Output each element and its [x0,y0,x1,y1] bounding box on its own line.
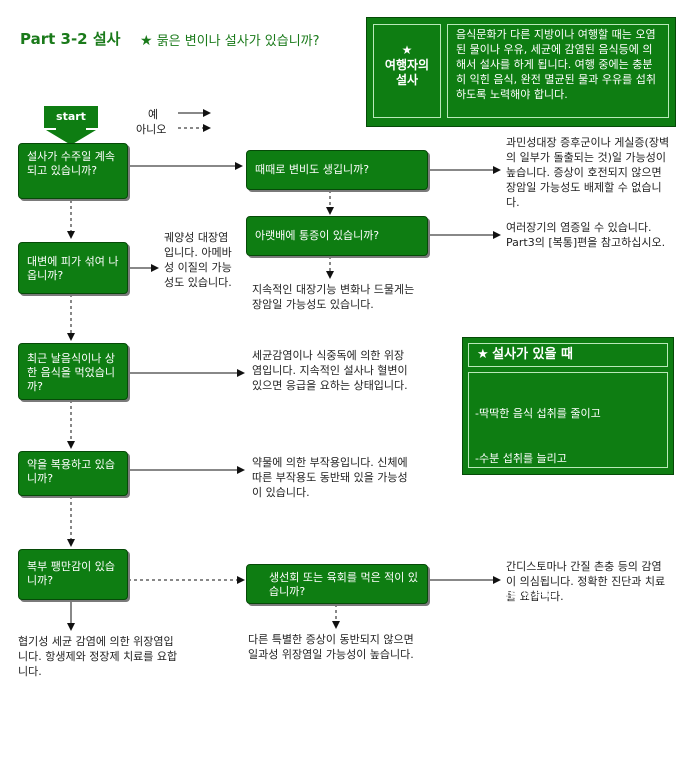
question-q3: 최근 날음식이나 상한 음식을 먹었습니까? [18,343,128,400]
traveler-label-2: 설사 [395,73,419,87]
page-title: Part 3-2 설사 [20,30,121,48]
star-icon: ★ [140,33,153,49]
tips-list-box: -딱딱한 음식 섭취를 줄이고 -수분 섭취를 늘리고 -묽은 변이 지속되면 … [468,372,668,645]
result-q6: 과민성대장 증후군이나 게실증(장벽의 일부가 돌출되는 것)일 가능성이 높습… [506,136,670,209]
tip-item: -딱딱한 음식 섭취를 줄이고 [475,407,601,420]
tip-item: 소금물을 마시고 [475,542,557,555]
result-q7: 여러장기의 염증일 수 있습니다. Part3의 [복통]편을 참고하십시오. [506,221,666,249]
page-subtitle: ★ 묽은 변이나 설사가 있습니까? [140,30,320,49]
question-q6: 때때로 변비도 생깁니까? [246,150,428,190]
start-arrow [46,128,96,145]
traveler-label-box: ★ 여행자의 설사 [373,24,441,118]
question-q5: 복부 팽만감이 있습니까? [18,549,128,600]
question-q1: 설사가 수주일 계속되고 있습니까? [18,143,128,199]
tip-item: 사용해서는 안됩니다. [475,632,581,645]
question-q8: 생선회 또는 육회를 먹은 적이 있습니까? [246,564,428,604]
result-q4: 약물에 의한 부작용입니다. 신체에 따른 부작용도 동반돼 있을 가능성이 있… [252,456,408,499]
question-q2: 대변에 피가 섞여 나옵니까? [18,242,128,294]
result-q8: 간디스토마나 간질 촌충 등의 감염이 의심됩니다. 정확한 진단과 치료를 요… [506,560,666,603]
question-q7: 아랫배에 통증이 있습니까? [246,216,428,256]
question-q4: 약을 복용하고 있습니까? [18,451,128,496]
main-question: 묽은 변이나 설사가 있습니까? [156,34,320,49]
result-q3: 세균감염이나 식중독에 의한 위장염입니다. 지속적인 설사나 혈변이 있으면 … [252,349,408,392]
start-label: start [44,106,98,128]
tip-item: -수분 섭취를 늘리고 [475,452,567,465]
star-icon: ★ [401,43,413,57]
traveler-diarrhea-panel: ★ 여행자의 설사 음식문화가 다른 지방이나 여행할 때는 오염된 물이나 우… [366,17,676,127]
star-icon: ★ [477,347,489,362]
legend-yes: 예 [148,108,159,121]
traveler-text: 음식문화가 다른 지방이나 여행할 때는 오염된 물이나 우유, 세균에 감염된… [456,28,657,101]
traveler-text-box: 음식문화가 다른 지방이나 여행할 때는 오염된 물이나 우유, 세균에 감염된… [447,24,669,118]
result-q5: 협기성 세균 감염에 의한 위장염입니다. 항생제와 정장제 치료를 요합니다. [18,635,178,678]
result-q2: 궤양성 대장염입니다. 아메바성 이질의 가능성도 있습니다. [164,231,232,289]
tip-item: -묽은 변이 지속되면 [475,497,567,510]
diarrhea-tips-panel: ★ 설사가 있을 때 -딱딱한 음식 섭취를 줄이고 -수분 섭취를 늘리고 -… [462,337,674,645]
result-q8-no: 다른 특별한 증상이 동반되지 않으면 일과성 위장염일 가능성이 높습니다. [248,633,414,661]
tips-title: 설사가 있을 때 [492,347,573,362]
traveler-label-1: 여행자의 [384,58,430,72]
tips-title-box: ★ 설사가 있을 때 [468,343,668,367]
legend-no: 아니오 [136,123,167,136]
result-q7-no: 지속적인 대장기능 변화나 드물게는 장암일 가능성도 있습니다. [252,283,415,311]
tip-item: -진통제를 함부로 [475,587,554,600]
